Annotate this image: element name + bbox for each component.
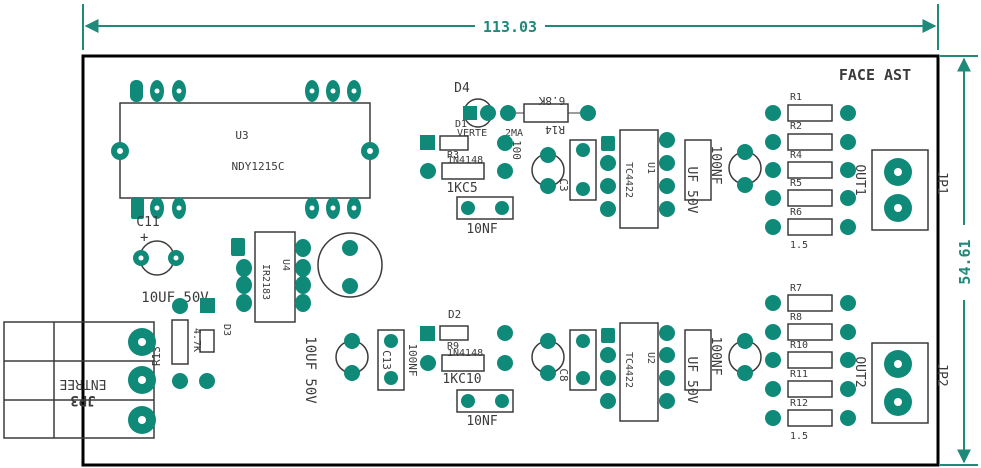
r-upper-value: 1.5 [790, 240, 808, 251]
u4-value: 10UF 50V [302, 336, 318, 404]
d4-component: D4 D1 VERTE 2MA [454, 81, 523, 139]
diode-lower-label: 1N4148 [447, 348, 483, 359]
board-title: FACE AST [839, 66, 911, 84]
u3-label: U3 [235, 129, 248, 142]
r9-label: R9 [447, 341, 459, 352]
r3-label: R3 [447, 150, 459, 161]
r4-label: R4 [790, 150, 802, 161]
height-value: 54.61 [956, 239, 974, 284]
u4-component: IR2183 U4 10UF 50V [231, 231, 383, 404]
c13-label: C13 [380, 350, 393, 370]
c8-component: C8 [531, 329, 597, 391]
board-outline [81, 54, 940, 467]
u2-label: U2 [645, 352, 656, 364]
c10-label: 1KC10 [442, 372, 481, 387]
dimension-width: 113.03 [82, 4, 939, 50]
u4-label: U4 [280, 259, 291, 271]
u1-100nf: 100NF [708, 145, 723, 184]
jp2-label: JP2 [934, 363, 949, 386]
r14-value: 6.8K [538, 94, 565, 107]
u1-label: U1 [645, 162, 656, 174]
out2-label: OUT2 [852, 356, 867, 387]
r1-label: R1 [790, 92, 802, 103]
r10-label: R10 [790, 340, 808, 351]
r6-label: R6 [790, 207, 802, 218]
dimension-height: 54.61 [940, 55, 978, 466]
u2-component: TC4422 U2 UF 50V 100NF [600, 322, 762, 422]
u4-part-label: IR2183 [260, 264, 271, 300]
d3-label: D3 [221, 324, 232, 336]
resistor-bank-lower: R7 R8 R10 R11 R12 1.5 [765, 283, 856, 442]
r8-label: R8 [790, 312, 802, 323]
u3-component: U3 NDY1215C [111, 80, 379, 219]
r-lower-value: 1.5 [790, 431, 808, 442]
width-value: 113.03 [483, 18, 537, 36]
r14-label: R14 [545, 123, 565, 136]
r7-label: R7 [790, 283, 802, 294]
c13-value: 100NF [406, 343, 419, 376]
r13-value: 4.7K [191, 328, 202, 352]
u1-value: UF 50V [684, 167, 699, 214]
r13-component: R13 4.7K D3 [150, 298, 232, 389]
d1-label: D1 [455, 119, 467, 130]
d4-label: D4 [454, 81, 470, 96]
c3-label: C3 [557, 178, 570, 191]
c3-component: C3 [531, 139, 597, 201]
u2-100nf: 100NF [708, 336, 723, 375]
c5-value: 10NF [466, 222, 497, 237]
d1-value: VERTE [457, 128, 487, 139]
u1-part-label: TC4422 [623, 162, 634, 198]
jp1-component: JP1 OUT1 [852, 149, 949, 231]
d2-component: D2 R9 1N4148 1KC10 10NF [420, 308, 514, 429]
resistor-bank-upper: R1 R2 R4 R5 R6 1.5 [765, 92, 856, 251]
u2-part-label: TC4422 [623, 352, 634, 388]
r5-label: R5 [790, 178, 802, 189]
jp3-component: ENTREE JP3 [3, 321, 156, 439]
c-upper-100: 100 [510, 140, 523, 160]
r2-label: R2 [790, 121, 802, 132]
c5-component: 10NF [456, 196, 514, 237]
c10-value: 10NF [466, 414, 497, 429]
u1-component: TC4422 U1 UF 50V 100NF [600, 129, 762, 229]
u2-value: UF 50V [684, 357, 699, 404]
jp2-component: JP2 OUT2 [852, 342, 949, 424]
c11-label: C11 [136, 215, 159, 230]
entree-label: ENTREE [60, 376, 107, 391]
jp3-label: JP3 [70, 392, 95, 408]
r14-component: 6.8K R14 [500, 94, 596, 136]
c11-value: 10UF 50V [141, 290, 209, 306]
d1-ma: 2MA [505, 128, 523, 139]
diode-1n4148-upper: R3 1N4148 100 [420, 135, 523, 166]
d2-label: D2 [448, 308, 461, 321]
r12-label: R12 [790, 398, 808, 409]
c5-label: 1KC5 [446, 181, 477, 196]
c11-component: + C11 10UF 50V [133, 215, 209, 306]
c12-component: C13 100NF [335, 329, 419, 391]
out1-label: OUT1 [852, 164, 867, 195]
c8-label: C8 [557, 368, 570, 381]
r3-component: 1KC5 [420, 162, 513, 196]
r11-label: R11 [790, 369, 808, 380]
u3-part-label: NDY1215C [232, 160, 285, 173]
jp1-label: JP1 [934, 171, 949, 194]
diode-upper-label: 1N4148 [447, 155, 483, 166]
svg-text:+: + [140, 230, 148, 246]
